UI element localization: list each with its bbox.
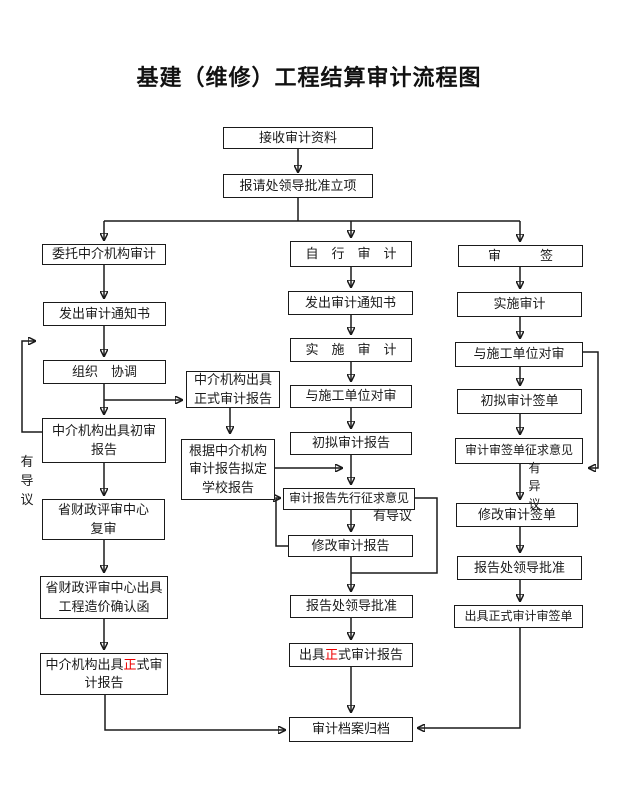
label-objection-mid: 有导议 bbox=[373, 508, 413, 523]
highlight-red-char: 正 bbox=[123, 656, 137, 672]
node-request-project-approval: 报请处领导批准立项 bbox=[223, 174, 373, 198]
node-report-solicit-opinions: 审计报告先行征求意见 bbox=[283, 488, 415, 510]
node-archive: 审计档案归档 bbox=[289, 717, 413, 742]
node-provincial-confirmation-letter: 省财政评审中心出具 工程造价确认函 bbox=[40, 576, 168, 619]
node-agency-formal-report-mid: 中介机构出具 正式审计报告 bbox=[186, 371, 280, 408]
node-organize-coordinate: 组织 协调 bbox=[43, 360, 166, 384]
node-implement-audit-mid: 实 施 审 计 bbox=[290, 338, 412, 362]
node-draft-audit-report: 初拟审计报告 bbox=[290, 432, 412, 455]
node-crosscheck-construction-right: 与施工单位对审 bbox=[455, 342, 583, 367]
node-agency-preliminary-report: 中介机构出具初审 报告 bbox=[42, 418, 166, 463]
node-left-issue-audit-notice: 发出审计通知书 bbox=[43, 302, 166, 326]
label-objection-right: 有 异 议 bbox=[528, 461, 541, 511]
highlight-red-char: 正 bbox=[324, 646, 338, 662]
node-text: 出具正式审计报告 bbox=[298, 646, 404, 662]
node-crosscheck-construction-mid: 与施工单位对审 bbox=[290, 385, 412, 408]
node-entrust-agency-audit: 委托中介机构审计 bbox=[42, 244, 166, 265]
node-issue-formal-report: 出具正式审计报告 bbox=[289, 643, 413, 667]
node-mid-report-leader-approval: 报告处领导批准 bbox=[290, 595, 413, 618]
page-title: 基建（维修）工程结算审计流程图 bbox=[136, 65, 482, 90]
node-revise-audit-report: 修改审计报告 bbox=[288, 535, 413, 557]
node-self-audit: 自 行 审 计 bbox=[290, 241, 412, 267]
node-receive-audit-materials: 接收审计资料 bbox=[223, 127, 373, 149]
node-draft-audit-sign-sheet: 初拟审计签单 bbox=[457, 389, 582, 414]
node-provincial-review: 省财政评审中心 复审 bbox=[42, 499, 165, 540]
node-mid-issue-audit-notice: 发出审计通知书 bbox=[288, 291, 413, 315]
node-agency-formal-report-left: 中介机构出具正式审 计报告 bbox=[40, 653, 168, 695]
node-sign-sheet-solicit-opinions: 审计审签单征求意见 bbox=[455, 438, 583, 464]
node-draft-school-report: 根据中介机构 审计报告拟定 学校报告 bbox=[181, 439, 275, 500]
node-text: 中介机构出具正式审 计报告 bbox=[45, 656, 163, 690]
node-revise-sign-sheet: 修改审计签单 bbox=[456, 503, 578, 527]
label-objection-left: 有 导 议 bbox=[20, 454, 34, 508]
node-right-report-leader-approval: 报告处领导批准 bbox=[457, 556, 582, 580]
node-issue-formal-sign-sheet: 出具正式审计审签单 bbox=[454, 605, 583, 628]
node-implement-audit-right: 实施审计 bbox=[457, 292, 582, 317]
node-review-sign: 审 签 bbox=[458, 245, 583, 267]
